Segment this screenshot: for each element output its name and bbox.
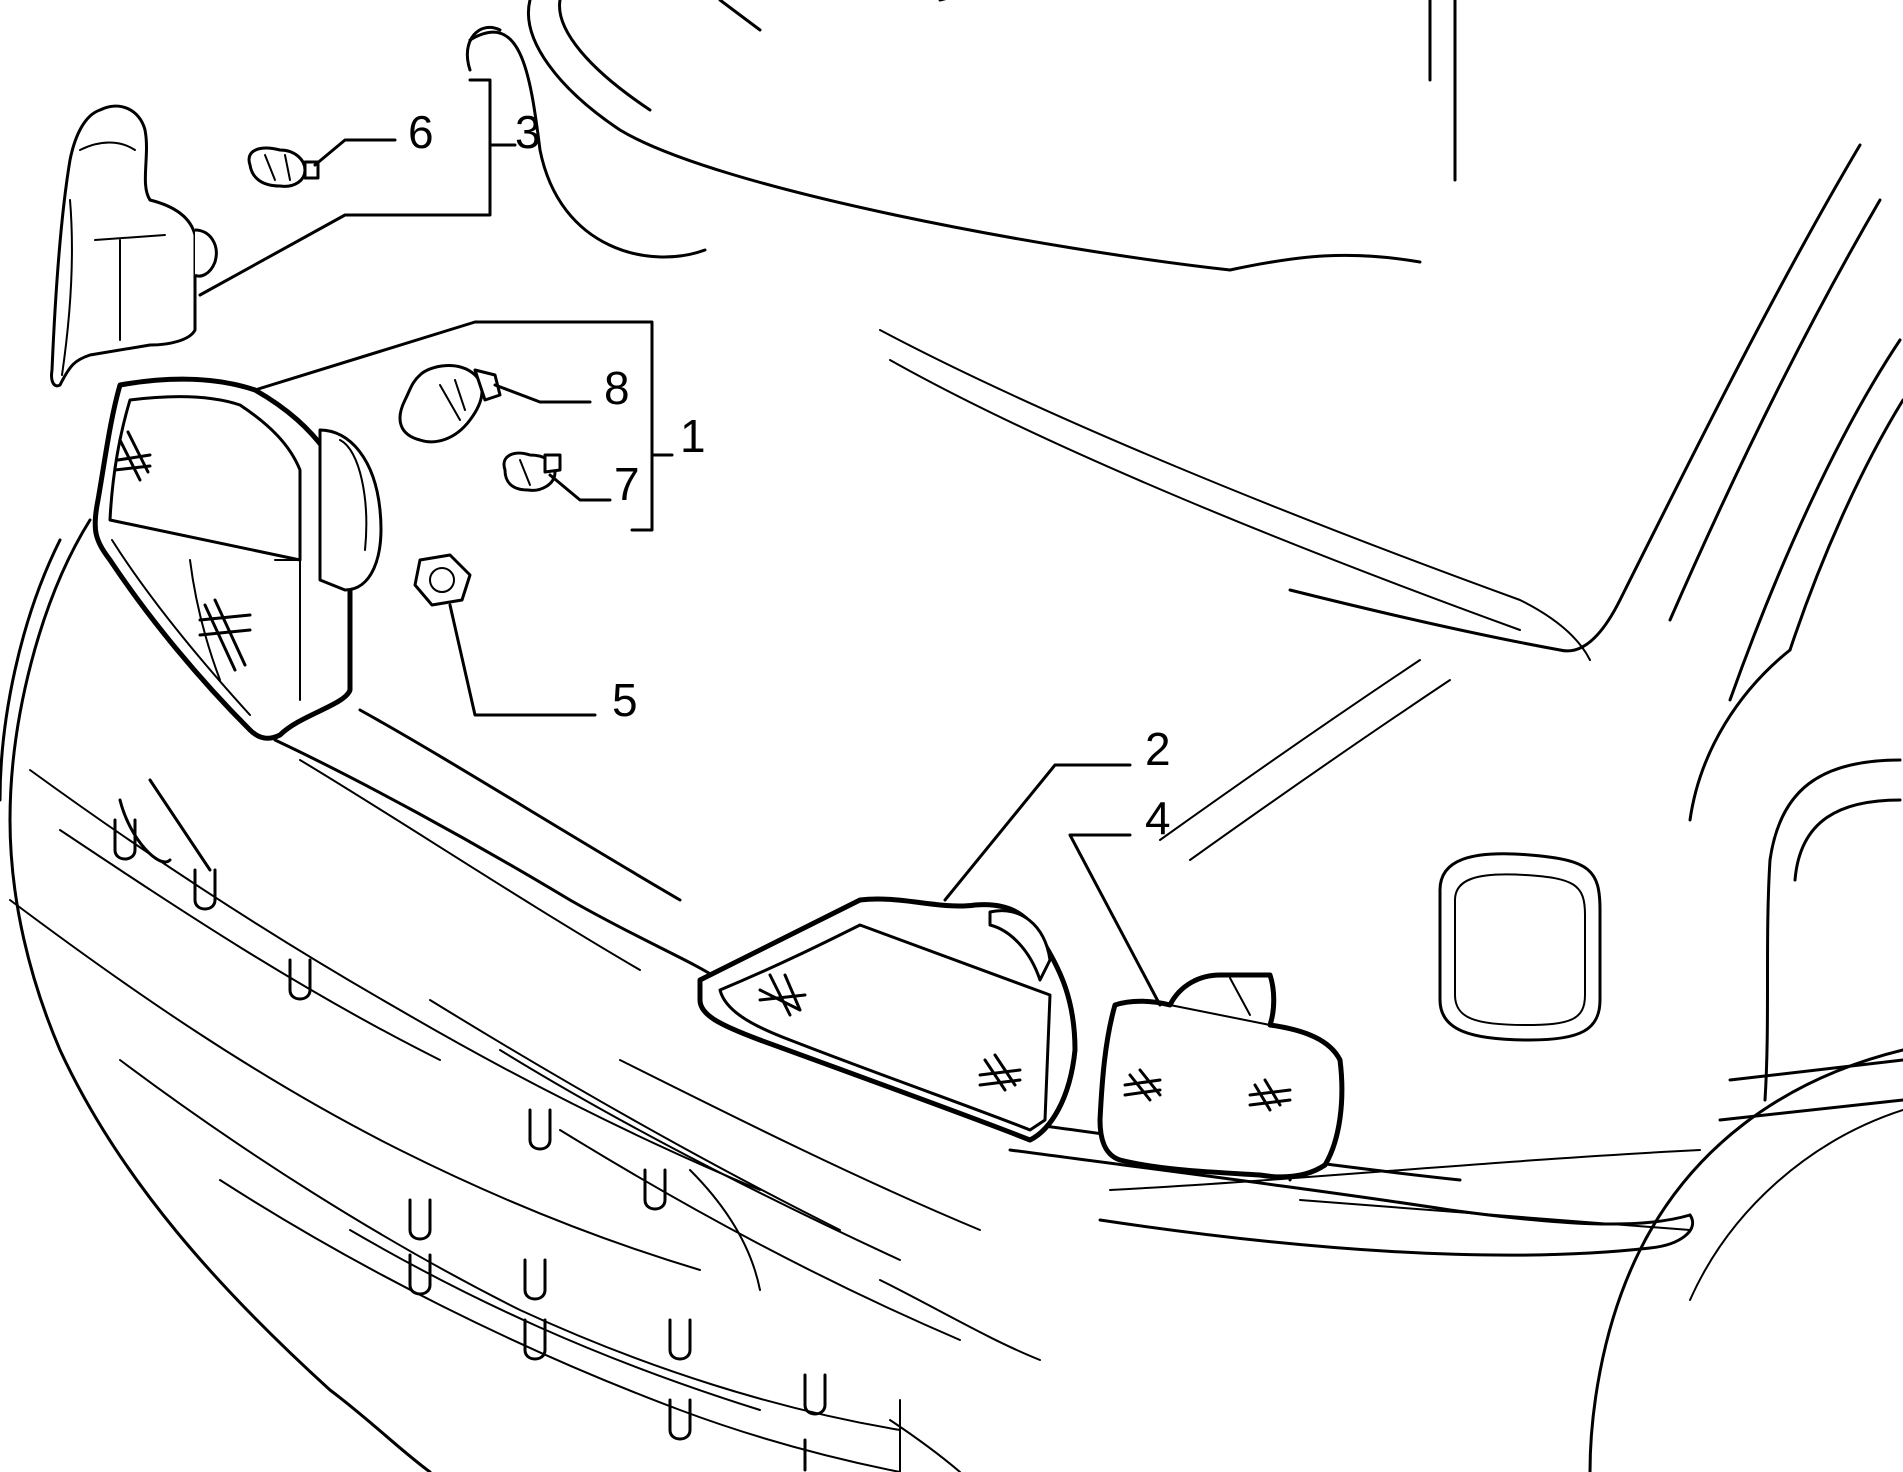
- part-8-large-bulb: [398, 364, 502, 444]
- callout-leaders: [198, 78, 1162, 1007]
- label-7: 7: [614, 458, 640, 510]
- part-1-headlamp-unit: [92, 376, 383, 741]
- label-2: 2: [1145, 723, 1171, 775]
- part-4-corner-lens: [1097, 972, 1345, 1180]
- part-6-small-bulb: [247, 146, 320, 188]
- part-5-hex-nut: [413, 553, 472, 607]
- label-4: 4: [1145, 792, 1171, 844]
- label-3: 3: [515, 106, 541, 158]
- label-5: 5: [612, 674, 638, 726]
- label-1: 1: [680, 410, 706, 462]
- label-6: 6: [408, 106, 434, 158]
- label-8: 8: [604, 362, 630, 414]
- part-2-front-indicator: [697, 896, 1078, 1143]
- bumper-vent-slots: [113, 818, 827, 1472]
- part-3-corner-lamp-housing: [50, 104, 218, 388]
- part-7-medium-bulb: [502, 451, 562, 492]
- callout-labels: 6 3 8 1 7 5 2 4: [408, 106, 1171, 844]
